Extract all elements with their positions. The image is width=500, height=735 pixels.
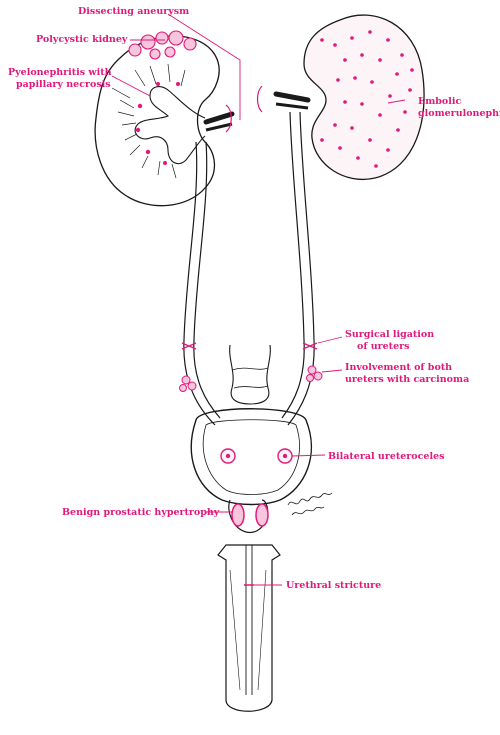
label-prostatic: Benign prostatic hypertrophy xyxy=(62,507,220,518)
label-ureteroceles: Bilateral ureteroceles xyxy=(328,451,444,462)
leader-lines xyxy=(111,13,406,586)
left-kidney xyxy=(94,30,235,207)
label-carcinoma-line2: ureters with carcinoma xyxy=(345,374,469,385)
penis xyxy=(217,544,281,712)
rectum xyxy=(229,344,271,405)
label-carcinoma-line1: Involvement of both xyxy=(345,362,452,373)
papillary-necrosis-marks xyxy=(135,82,180,165)
label-pyelonephritis-line1: Pyelonephritis with xyxy=(8,67,112,78)
label-ligation-line1: Surgical ligation xyxy=(345,329,434,340)
label-dissecting-aneurysm: Dissecting aneurysm xyxy=(78,6,189,17)
bladder xyxy=(190,408,313,506)
label-pyelonephritis-line2: papillary necrosis xyxy=(16,79,111,90)
ureterocele-marks xyxy=(220,448,293,464)
labels: Dissecting aneurysm Polycystic kidney Py… xyxy=(8,6,500,591)
prostate xyxy=(228,499,269,534)
label-polycystic-kidney: Polycystic kidney xyxy=(36,34,128,45)
carcinoma-marks xyxy=(179,365,323,392)
label-embolic-line2: glomerulonephritis xyxy=(418,108,500,119)
polycystic-cysts xyxy=(128,30,197,60)
embolic-marks xyxy=(320,30,414,168)
label-stricture: Urethral stricture xyxy=(286,580,381,591)
label-embolic-line1: Embolic xyxy=(418,96,461,107)
artist-signature xyxy=(287,492,333,516)
label-ligation-line2: of ureters xyxy=(357,341,409,352)
right-kidney xyxy=(256,14,425,180)
prostatic-hypertrophy-marks xyxy=(231,503,269,527)
ligation-marks xyxy=(181,342,318,350)
ureters xyxy=(183,111,315,426)
